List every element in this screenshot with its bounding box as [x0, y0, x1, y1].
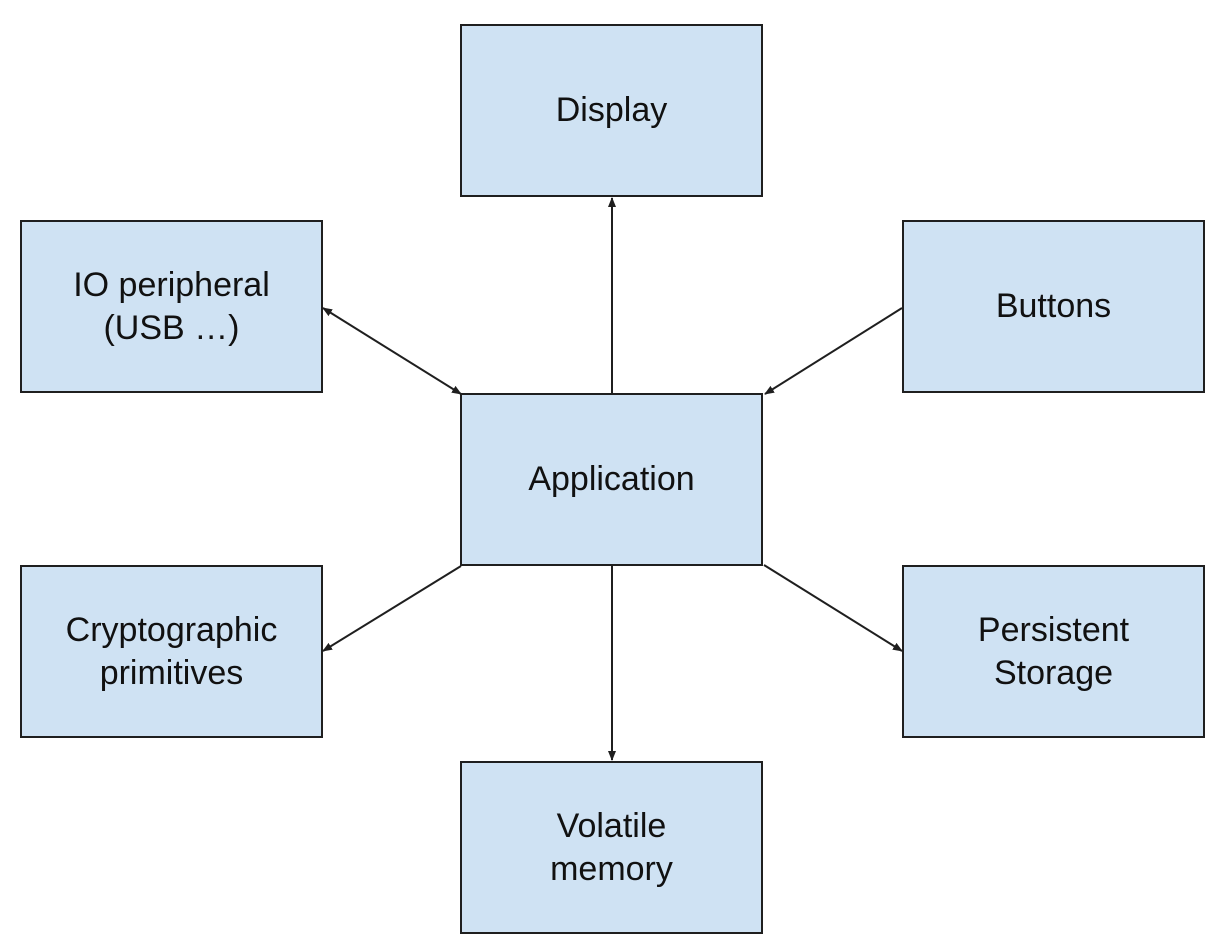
application-node: Application [460, 393, 763, 566]
edge-application-to-persistent-storage [763, 564, 903, 652]
edge-application-io-peripheral [322, 307, 462, 395]
io-peripheral-node: IO peripheral (USB …) [20, 220, 323, 393]
cryptographic-primitives-node: Cryptographic primitives [20, 565, 323, 738]
volatile-memory-node: Volatile memory [460, 761, 763, 934]
persistent-storage-node: Persistent Storage [902, 565, 1205, 738]
edge-application-to-cryptographic-primitives [322, 565, 462, 652]
volatile-memory-node-label: Volatile memory [550, 806, 673, 888]
display-node: Display [460, 24, 763, 197]
cryptographic-primitives-node-label: Cryptographic primitives [65, 610, 278, 692]
application-node-label: Application [528, 460, 695, 498]
buttons-node: Buttons [902, 220, 1205, 393]
io-peripheral-node-label: IO peripheral (USB …) [73, 265, 270, 347]
display-node-label: Display [555, 91, 668, 129]
buttons-node-label: Buttons [995, 287, 1112, 325]
edge-buttons-to-application [764, 307, 903, 395]
persistent-storage-node-label: Persistent Storage [977, 610, 1130, 692]
